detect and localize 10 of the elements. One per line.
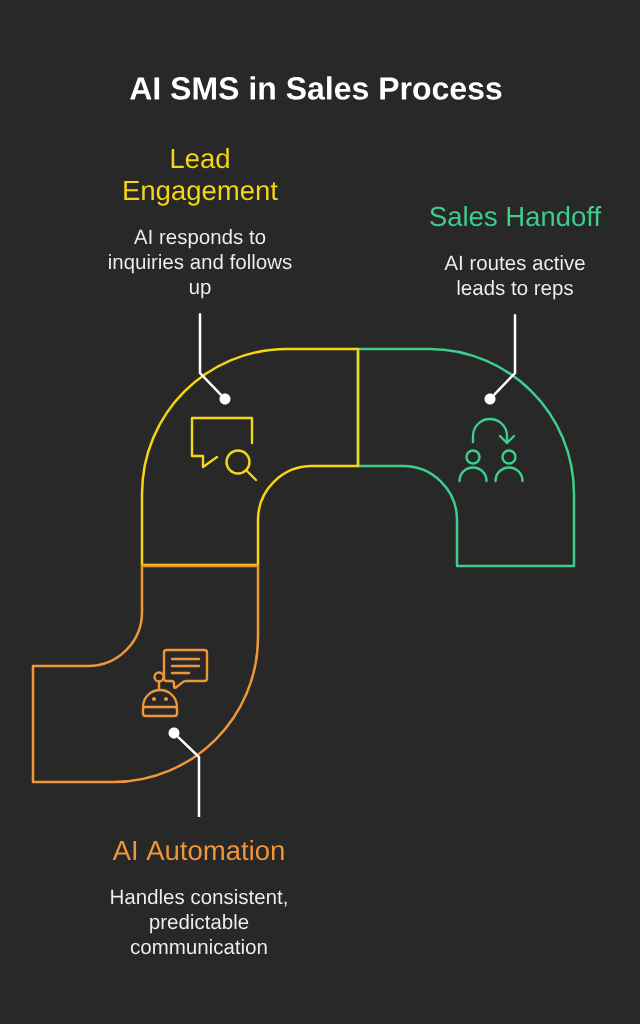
leader-line bbox=[198, 313, 223, 396]
step-description: AI responds to inquiries and follows up bbox=[109, 229, 292, 299]
title: AI SMS in Sales Process bbox=[130, 76, 502, 100]
leader-line bbox=[492, 314, 517, 396]
step-description: AI routes active leads to reps bbox=[444, 255, 585, 300]
step-heading: Lead Engagement bbox=[124, 148, 278, 206]
step-description: Handles consistent, predictable communication bbox=[111, 889, 287, 955]
step-heading: Sales Handoff bbox=[430, 206, 602, 227]
step-heading: AI Automation bbox=[112, 840, 284, 861]
leader-line bbox=[177, 735, 201, 817]
